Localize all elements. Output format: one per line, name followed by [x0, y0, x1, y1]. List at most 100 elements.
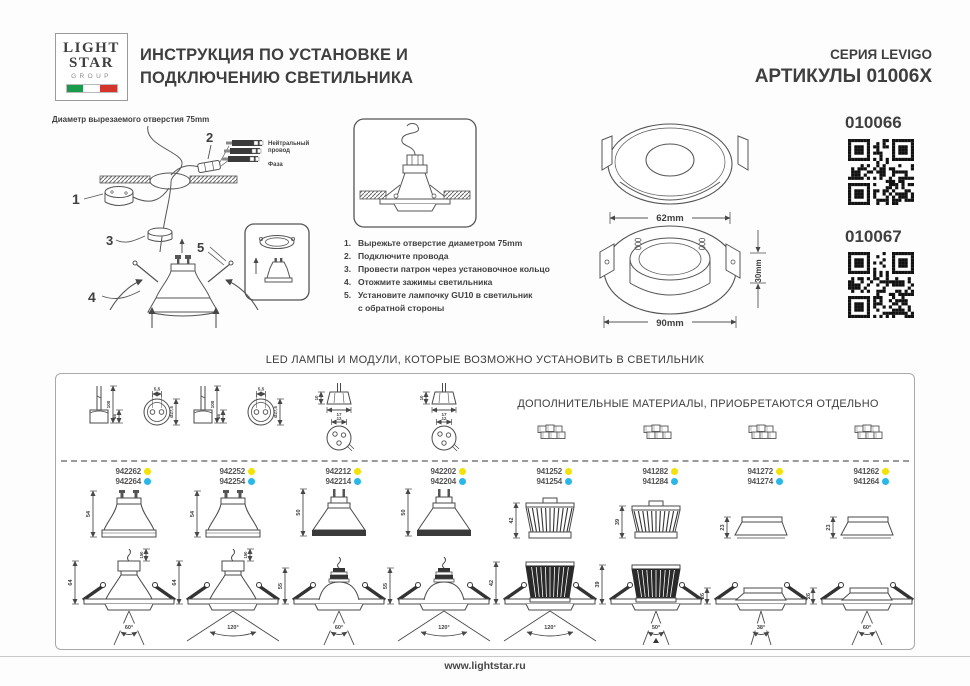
qr-code-2 [848, 252, 914, 323]
led-lamps-title: LED ЛАМПЫ И МОДУЛИ, КОТОРЫЕ ВОЗМОЖНО УСТ… [265, 354, 705, 366]
italian-flag-icon [65, 84, 118, 93]
svg-text:50: 50 [401, 509, 407, 515]
svg-text:120°: 120° [438, 625, 449, 631]
color-dot [882, 467, 889, 475]
color-dot [671, 477, 678, 485]
product-code: 942264 [115, 476, 142, 486]
color-dot [565, 477, 572, 485]
svg-text:5,5: 5,5 [258, 387, 265, 392]
title-line1: ИНСТРУКЦИЯ ПО УСТАНОВКЕ И [140, 46, 409, 64]
installation-steps: 1.Вырежьте отверстие диаметром 75mm 2.По… [344, 237, 566, 315]
lamp-drawing-module: 42 [509, 497, 575, 539]
product-code: 941282 [642, 466, 669, 476]
spring-clip-left [634, 238, 642, 250]
svg-text:Ø27,5: Ø27,5 [273, 406, 278, 418]
step-1: 1.Вырежьте отверстие диаметром 75mm [344, 238, 523, 248]
svg-text:26: 26 [806, 593, 812, 599]
qr-code-1 [848, 139, 914, 210]
svg-text:54: 54 [86, 510, 92, 517]
svg-text:55: 55 [383, 583, 389, 589]
extras-title: ДОПОЛНИТЕЛЬНЫЕ МАТЕРИАЛЫ, ПРИОБРЕТАЮТСЯ … [517, 398, 879, 410]
svg-text:12: 12 [442, 416, 447, 421]
product-code: 941272 [747, 466, 774, 476]
lamp-drawing-trim: 23 [826, 516, 894, 539]
installation-diagram: Диаметр вырезаемого отверстия 75mm 1 2 [52, 115, 310, 328]
svg-text:120°: 120° [227, 625, 238, 631]
step-2: 2.Подключите провода [344, 251, 449, 261]
neutral-wire-label2: провод [268, 148, 290, 154]
color-dot [459, 467, 466, 475]
lamp-drawing-gu10: 54 [86, 490, 157, 538]
color-dot [144, 467, 151, 475]
svg-text:38°: 38° [757, 625, 765, 631]
title-line2: ПОДКЛЮЧЕНИЮ СВЕТИЛЬНИКА [140, 69, 414, 87]
color-dot [671, 467, 678, 475]
article-number-1: 010066 [845, 113, 902, 132]
color-dot [248, 467, 255, 475]
svg-text:50°: 50° [652, 625, 660, 631]
callout-3: 3 [106, 233, 113, 248]
product-code: 942204 [430, 476, 457, 486]
lamp-drawing-module: 39 [615, 500, 681, 539]
product-code: 942202 [430, 466, 457, 476]
header-right: СЕРИЯ LEVIGO АРТИКУЛЫ 01006X [755, 47, 932, 88]
svg-text:60°: 60° [863, 625, 871, 631]
svg-text:100: 100 [210, 400, 215, 408]
product-code: 941252 [536, 466, 563, 476]
terminal-cubes-icon [643, 424, 672, 439]
flag-green [66, 85, 84, 92]
color-dot [248, 477, 255, 485]
lamp-drawing-mr16: 50 [401, 488, 471, 537]
terminal-cubes-icon [537, 424, 566, 439]
product-code: 942252 [219, 466, 246, 476]
footer-divider [0, 656, 970, 657]
svg-text:17: 17 [336, 412, 342, 417]
dim-30mm: 30mm [754, 259, 763, 282]
callout-1: 1 [72, 191, 80, 207]
callout-5: 5 [197, 240, 204, 255]
dashed-divider [61, 460, 909, 462]
assembled-fixture-diagram [353, 118, 477, 228]
lamp-drawing-trim: 23 [720, 516, 788, 539]
product-code: 942212 [325, 466, 352, 476]
color-dot [882, 477, 889, 485]
svg-text:120°: 120° [544, 625, 555, 631]
svg-text:Ø27,5: Ø27,5 [169, 406, 174, 418]
svg-text:60°: 60° [125, 625, 133, 631]
svg-text:23: 23 [826, 524, 832, 530]
product-code: 942254 [219, 476, 246, 486]
svg-text:5,5: 5,5 [154, 387, 161, 392]
svg-text:150: 150 [243, 551, 248, 559]
logo-text-group: GROUP [71, 73, 112, 80]
svg-text:16: 16 [112, 414, 117, 419]
svg-text:26: 26 [700, 593, 706, 599]
svg-text:42: 42 [489, 580, 495, 586]
svg-text:17: 17 [441, 412, 447, 417]
color-dot [354, 467, 361, 475]
flag-red [99, 85, 117, 92]
spring-clip-right [698, 238, 706, 250]
color-dot [459, 477, 466, 485]
dim-62mm: 62mm [656, 213, 683, 224]
lightstar-logo: LIGHT STAR GROUP [55, 33, 128, 101]
page-title: ИНСТРУКЦИЯ ПО УСТАНОВКЕ И ПОДКЛЮЧЕНИЮ СВ… [140, 44, 413, 90]
svg-text:16: 16 [216, 414, 221, 419]
terminal-cubes-icon [748, 424, 777, 439]
product-code: 941254 [536, 476, 563, 486]
series-label: СЕРИЯ LEVIGO [830, 47, 932, 62]
svg-text:39: 39 [595, 581, 601, 587]
terminal-block [222, 140, 264, 162]
